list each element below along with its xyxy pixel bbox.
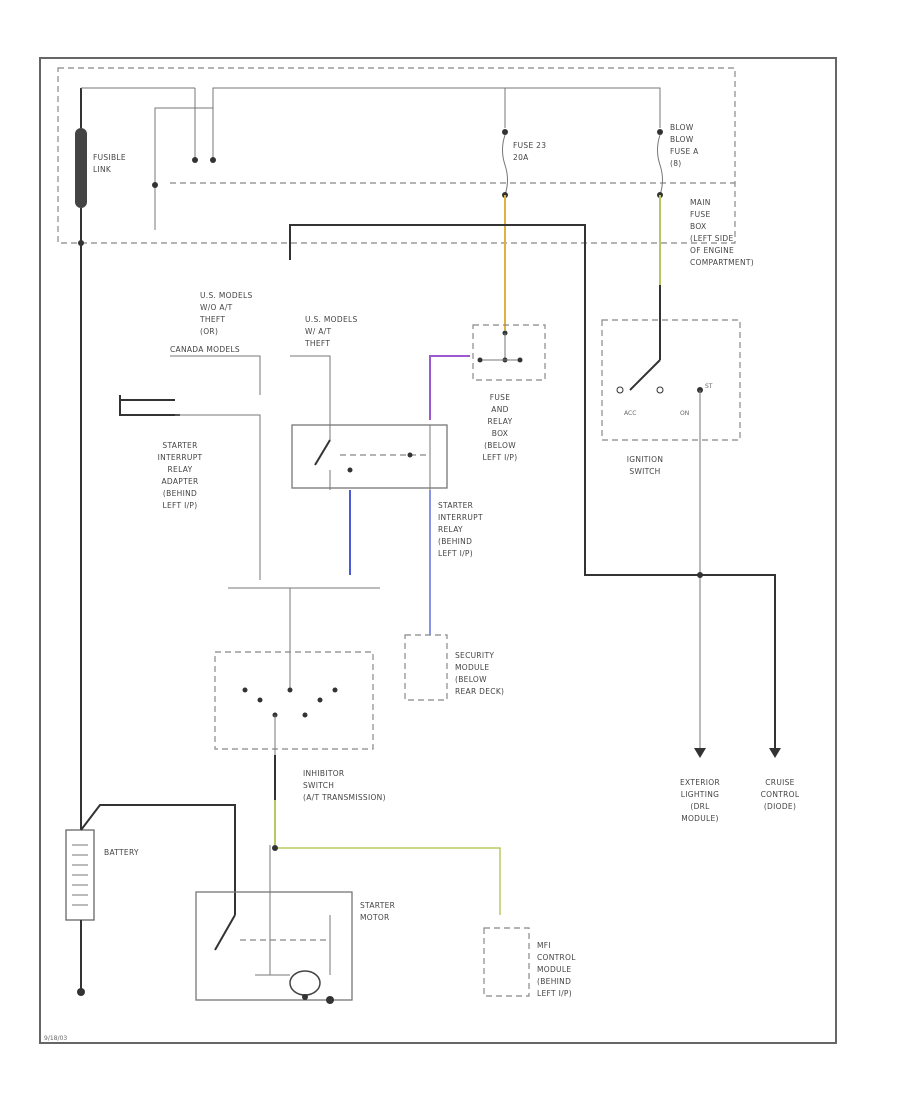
battery-cable: [80, 804, 236, 915]
mfi-control-module-box: [483, 927, 530, 997]
diagram-id: 9/18/03: [44, 1035, 67, 1042]
violet-wire: [429, 355, 470, 420]
cruise-control-arrow: [769, 748, 781, 758]
battery: [65, 829, 95, 921]
splice-dot: [152, 182, 158, 188]
diagram-frame: [39, 57, 837, 1044]
splice-dot: [697, 572, 703, 578]
starter-motor-box: [195, 891, 353, 1001]
starter-relay-contacts: [314, 425, 431, 490]
ignition-on-label: ON: [680, 410, 689, 417]
fusible-link: [75, 87, 198, 208]
wire-mfi-feed: [275, 847, 501, 915]
splice-dot: [272, 845, 278, 851]
ignition-switch-contacts: [616, 359, 703, 394]
fuse-and-relay-box: [472, 324, 546, 381]
wire-main-feed: [212, 87, 661, 160]
starter-adapter-connector: [119, 395, 261, 580]
heavy-wire-relay-feed: [289, 224, 776, 755]
starter-interrupt-relay-box: [291, 424, 448, 489]
battery-label: BATTERY: [104, 848, 139, 857]
inhibitor-switch-box: [214, 651, 374, 750]
ground-dot: [77, 988, 85, 996]
splice-dot: [78, 240, 84, 246]
ignition-switch-box: [601, 319, 741, 441]
ignition-st-label: ST: [705, 383, 713, 390]
inhibitor-contacts: [242, 687, 338, 755]
wire-us-model-branch: [290, 355, 331, 425]
ignition-acc-label: ACC: [624, 410, 636, 417]
underhood-fuse-box-outline: [57, 67, 736, 244]
splice-dot: [210, 157, 216, 163]
wire-to-fuse-23: [154, 107, 213, 230]
starter-motor-internals: [214, 845, 331, 1000]
security-module-box: [404, 634, 448, 701]
fuse-a: [657, 129, 663, 198]
wire-model-branch: [170, 355, 261, 395]
fuse-23: [502, 129, 508, 198]
exterior-lighting-arrow: [694, 748, 706, 758]
fuse-relay-contacts: [477, 330, 523, 363]
starter-ground-dot: [326, 996, 334, 1004]
